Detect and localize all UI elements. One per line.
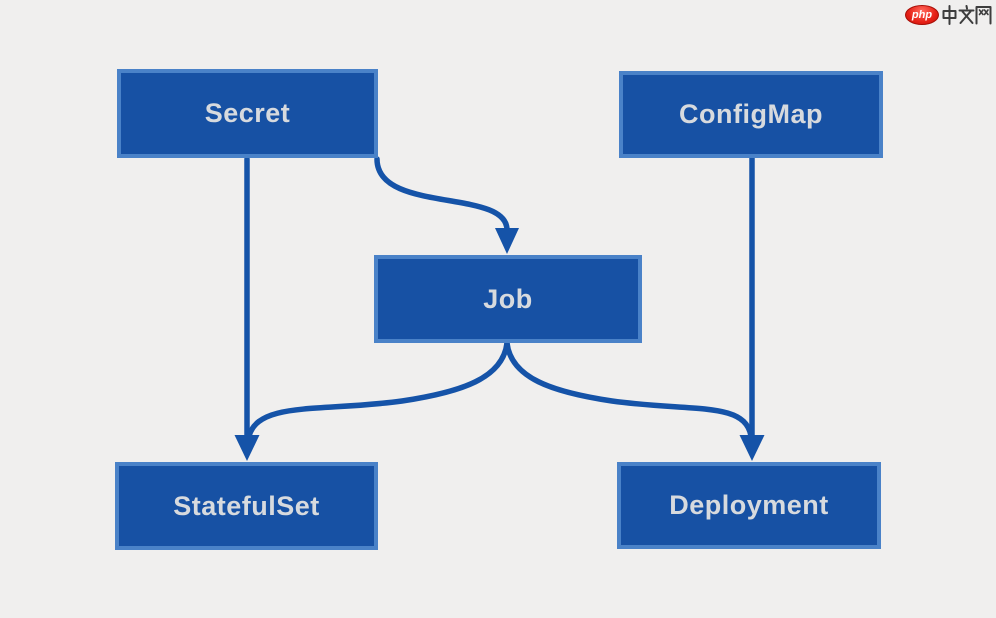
php-logo-text: php [911, 8, 933, 21]
edge-job-to-deployment [504, 340, 754, 439]
node-secret-label: Secret [204, 98, 291, 128]
arrowhead-into-job [495, 228, 519, 254]
php-logo-badge: php [905, 5, 939, 25]
arrowhead-into-statefulset [234, 435, 260, 461]
arrowhead-into-deployment [739, 435, 765, 461]
edge-secret-to-job [374, 156, 510, 233]
node-statefulset: StatefulSet [115, 462, 378, 550]
node-deployment-label: Deployment [669, 490, 829, 520]
node-configmap-label: ConfigMap [679, 99, 823, 129]
cjk-logo-text-icon [942, 5, 992, 25]
node-job: Job [374, 255, 642, 343]
node-secret: Secret [117, 69, 378, 158]
edge-job-to-statefulset [246, 340, 510, 439]
node-statefulset-label: StatefulSet [173, 490, 320, 521]
node-configmap: ConfigMap [619, 71, 883, 158]
node-deployment: Deployment [617, 462, 881, 549]
php-chinese-site-watermark: php [905, 5, 992, 25]
node-job-label: Job [483, 283, 533, 314]
